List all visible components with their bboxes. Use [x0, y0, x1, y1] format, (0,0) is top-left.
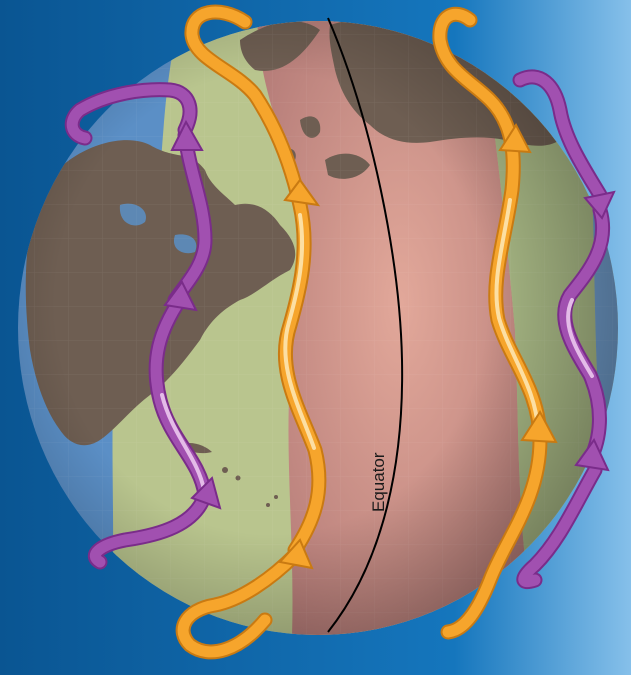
equator-label: Equator: [369, 452, 388, 512]
